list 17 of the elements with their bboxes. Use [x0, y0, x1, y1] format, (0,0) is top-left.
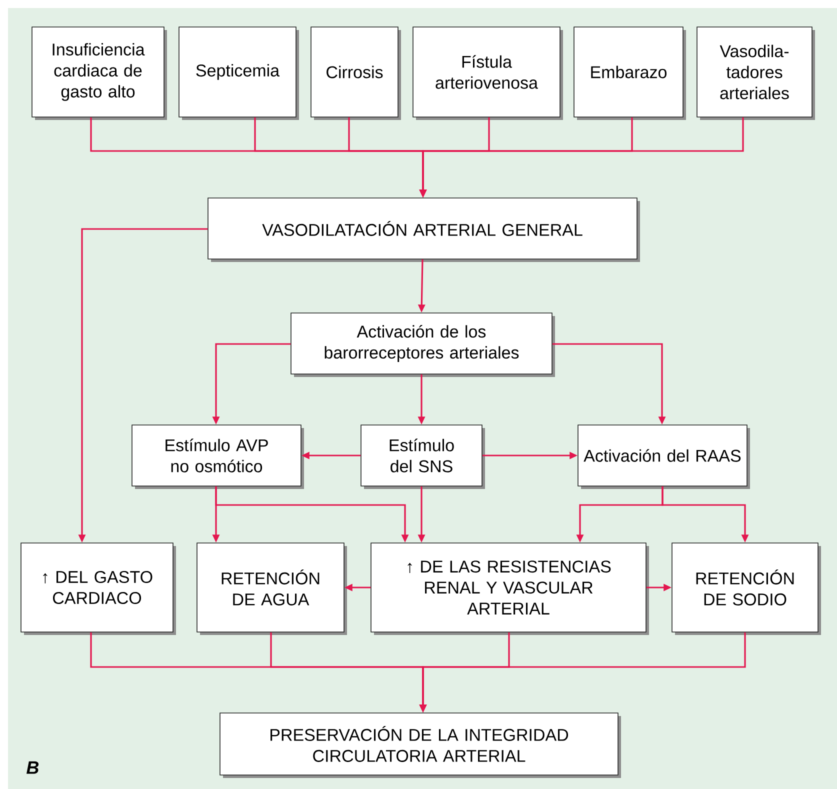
process-box: Fístula arteriovenosa [412, 26, 563, 120]
process-box: Activación del RAAS [578, 424, 750, 489]
process-box: ↑ DE LAS RESISTENCIAS RENAL Y VASCULAR ARTERIAL [370, 542, 649, 635]
process-box: RETENCIÓN DE AGUA [196, 542, 347, 635]
process-box: Estímulo del SNS [360, 424, 485, 489]
process-box: Embarazo [574, 26, 686, 120]
process-box: Vasodila- tadores arteriales [696, 26, 815, 120]
process-box: Activación de los barorreceptores arteriales [290, 312, 555, 377]
process-box: PRESERVACIÓN DE LA INTEGRIDAD CIRCULATORIA ARTERIAL [220, 712, 621, 778]
process-box: ↑ DEL GASTO CARDIACO [20, 542, 176, 635]
panel-letter: B [26, 761, 39, 774]
process-box: Septicemia [178, 26, 299, 120]
process-box: VASODILATACIÓN ARTERIAL GENERAL [208, 198, 640, 262]
process-box: RETENCIÓN DE SODIO [672, 542, 821, 635]
process-box: Estímulo AVP no osmótico [132, 424, 304, 489]
process-box: Insuficiencia cardiaca de gasto alto [32, 26, 167, 120]
process-box: Cirrosis [310, 26, 401, 120]
